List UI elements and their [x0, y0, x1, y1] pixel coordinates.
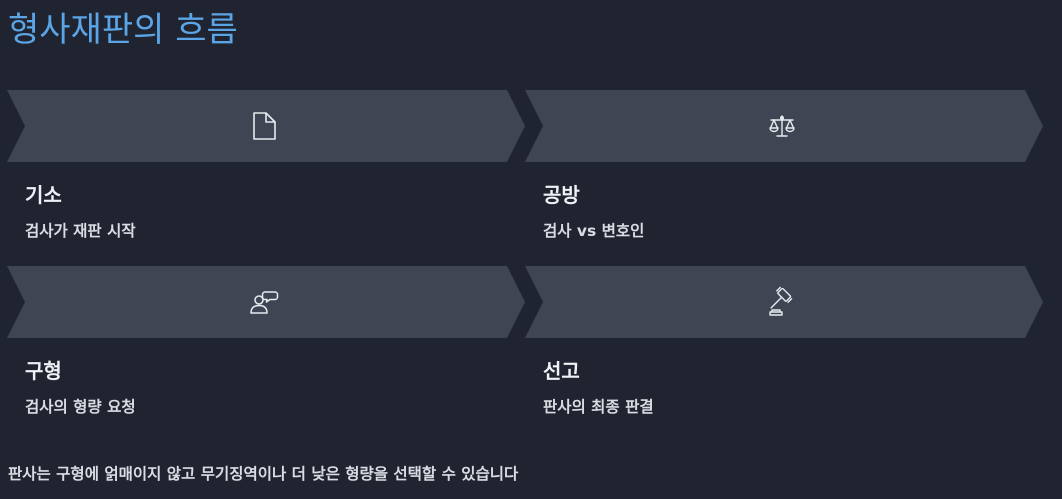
step-title: 구형	[25, 359, 62, 383]
step-verdict: 선고 판사의 최종 판결	[525, 266, 1043, 436]
step-indictment: 기소 검사가 재판 시작	[7, 90, 525, 260]
speech-person-icon	[250, 291, 279, 314]
step-sentencing-request: 구형 검사의 형량 요청	[7, 266, 525, 436]
step-description: 검사가 재판 시작	[25, 222, 136, 240]
document-icon	[253, 112, 276, 140]
gavel-icon	[769, 286, 793, 316]
chevron-shape	[525, 90, 1043, 162]
chevron-shape	[525, 266, 1043, 338]
step-title: 기소	[25, 183, 62, 207]
footnote: 판사는 구형에 얽매이지 않고 무기징역이나 더 낮은 형량을 선택할 수 있습…	[8, 465, 519, 483]
page-title: 형사재판의 흐름	[8, 10, 238, 50]
step-description: 검사의 형량 요청	[25, 398, 136, 416]
step-title: 선고	[543, 359, 580, 383]
step-argument: 공방 검사 vs 변호인	[525, 90, 1043, 260]
chevron-shape	[7, 266, 525, 338]
step-title: 공방	[543, 183, 580, 207]
chevron-shape	[7, 90, 525, 162]
step-description: 판사의 최종 판결	[543, 398, 654, 416]
scales-icon	[769, 115, 795, 137]
step-description: 검사 vs 변호인	[543, 222, 645, 240]
